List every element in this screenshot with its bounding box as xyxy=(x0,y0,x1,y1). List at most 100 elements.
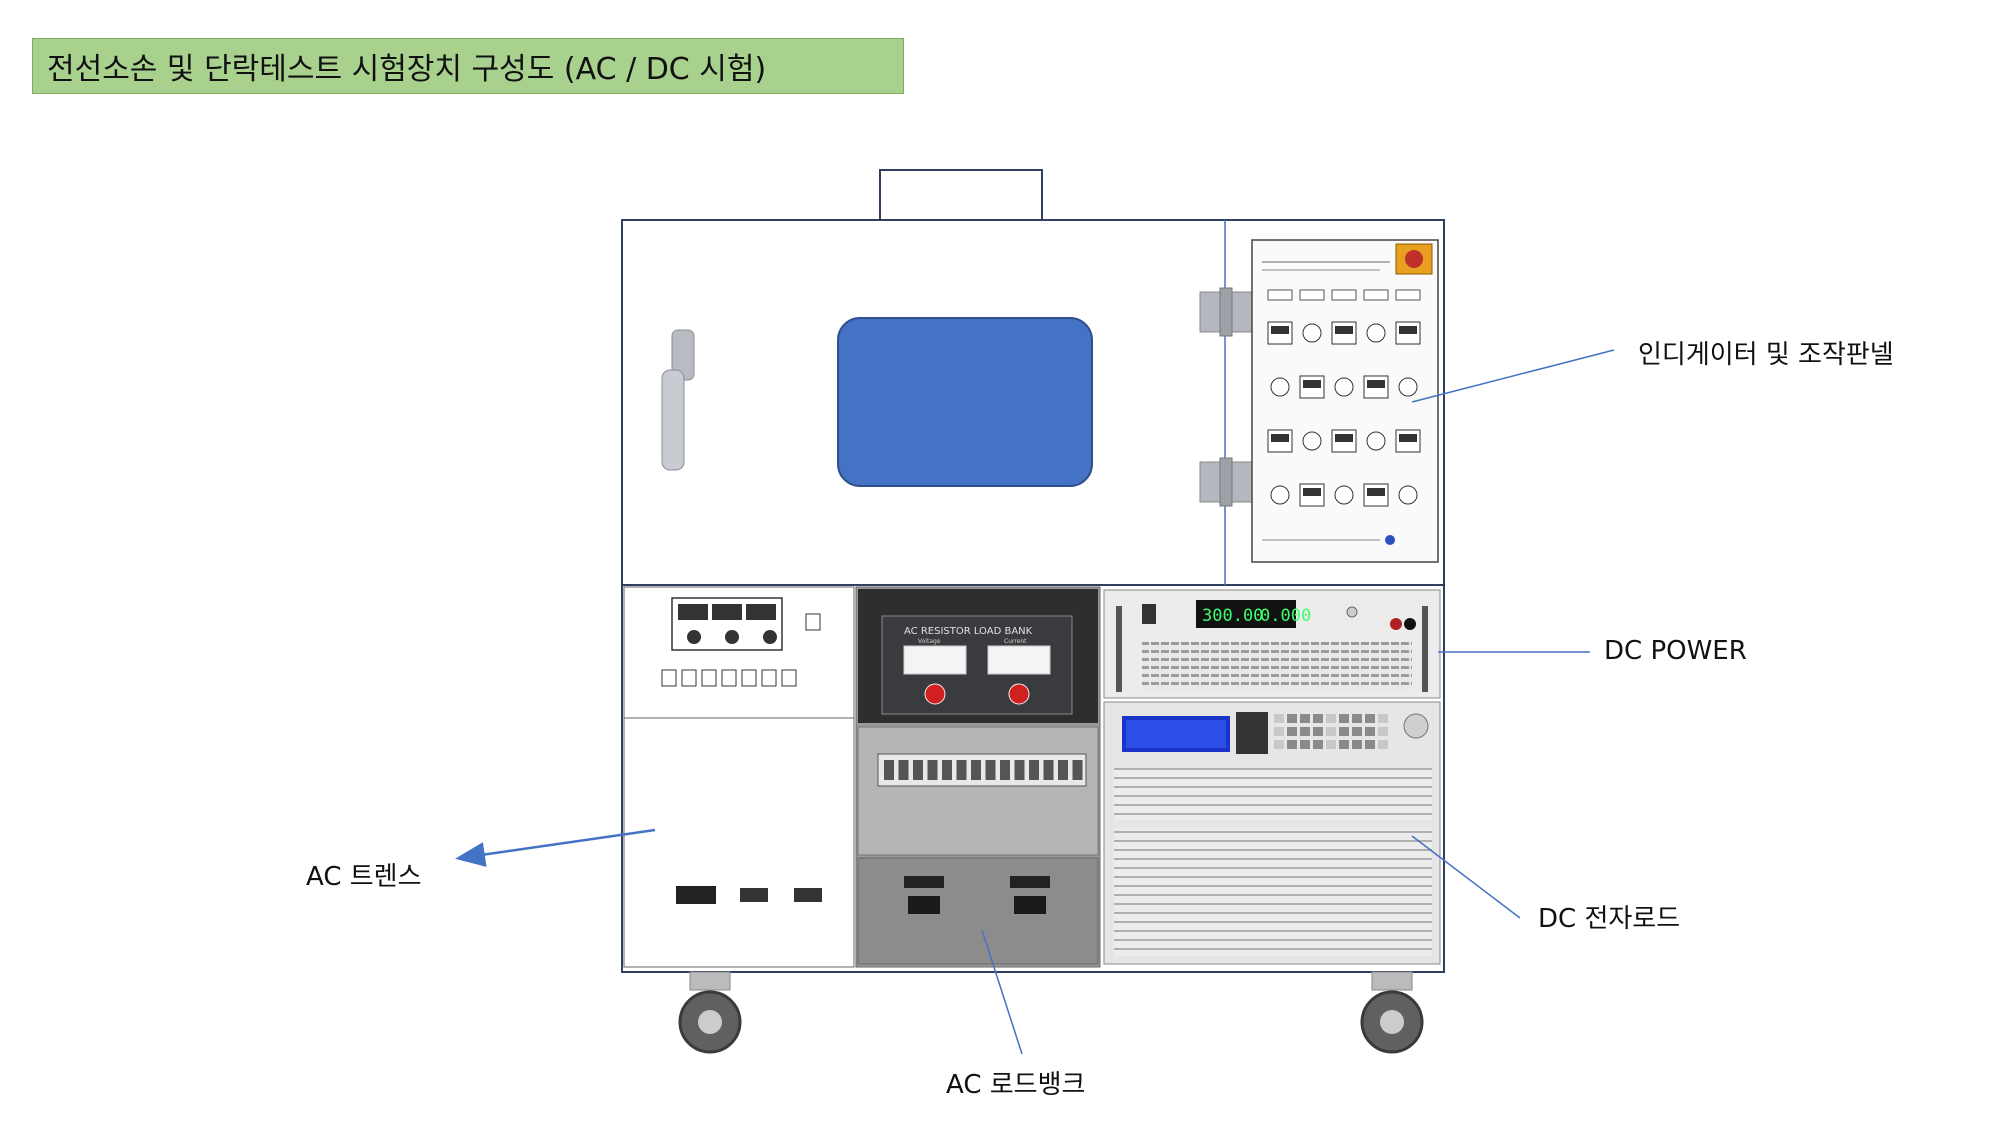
panel-knob-icon xyxy=(1398,485,1418,505)
panel-display-digits xyxy=(1303,488,1321,496)
breaker-switch xyxy=(1058,760,1068,780)
breaker-switch xyxy=(956,760,967,780)
breaker-switch xyxy=(1043,760,1054,780)
viewing-window xyxy=(837,317,1093,487)
ac-transformer-cabinet xyxy=(623,586,855,968)
panel-display-digits xyxy=(1399,326,1417,334)
leader-indicator-panel xyxy=(1411,349,1615,403)
breaker-switch xyxy=(1000,760,1010,780)
panel-knob-icon xyxy=(1366,431,1386,451)
load-keypad-button xyxy=(1365,714,1375,723)
panel-label-box xyxy=(1363,289,1389,301)
dc-electronic-load xyxy=(1103,701,1441,965)
callout-dc-power: DC POWER xyxy=(1604,636,1747,666)
dc-current-display: 0.000 xyxy=(1260,606,1311,626)
trans-switch xyxy=(661,669,677,687)
panel-display-digits xyxy=(1367,380,1385,388)
breaker-switch xyxy=(1029,760,1039,780)
breaker-switch xyxy=(971,760,981,780)
load-keypad-button xyxy=(1339,740,1349,749)
callout-dc-load: DC 전자로드 xyxy=(1538,904,1681,934)
door-latch-icon xyxy=(661,329,695,471)
load-keypad-button xyxy=(1326,727,1336,736)
panel-label-box xyxy=(1299,289,1325,301)
trans-switch xyxy=(701,669,717,687)
load-keypad-button xyxy=(1339,727,1349,736)
breaker-switch xyxy=(898,760,909,780)
panel-display-digits xyxy=(1335,326,1353,334)
load-bank-meter-right-label: Current xyxy=(1004,638,1027,645)
ac-load-bank-cabinet: AC RESISTOR LOAD BANK Voltage Current xyxy=(855,586,1101,968)
breaker-switch xyxy=(1014,760,1025,780)
panel-knob-icon xyxy=(1302,323,1322,343)
diagram-title-text: 전선소손 및 단락테스트 시험장치 구성도 (AC / DC 시험) xyxy=(47,52,767,87)
load-keypad-button xyxy=(1313,740,1323,749)
load-keypad-button xyxy=(1300,714,1310,723)
panel-display-digits xyxy=(1367,488,1385,496)
load-bank-meter-left-label: Voltage xyxy=(918,638,941,645)
load-keypad-button xyxy=(1378,740,1388,749)
breaker-switch xyxy=(927,760,938,780)
load-keypad-button xyxy=(1313,714,1323,723)
panel-label-box xyxy=(1395,289,1421,301)
panel-display-digits xyxy=(1335,434,1353,442)
load-keypad-button xyxy=(1274,714,1284,723)
panel-knob-icon xyxy=(1398,377,1418,397)
leader-ac-trans xyxy=(455,828,656,867)
trans-switch xyxy=(681,669,697,687)
emergency-stop-icon xyxy=(1395,243,1433,275)
load-keypad-button xyxy=(1339,714,1349,723)
panel-knob-icon xyxy=(1302,431,1322,451)
top-handle xyxy=(879,169,1043,221)
load-keypad-button xyxy=(1326,714,1336,723)
panel-knob-icon xyxy=(1334,485,1354,505)
load-keypad-button xyxy=(1378,727,1388,736)
panel-display-digits xyxy=(1399,434,1417,442)
load-keypad-button xyxy=(1287,727,1297,736)
panel-knob-icon xyxy=(1270,377,1290,397)
load-keypad-button xyxy=(1300,740,1310,749)
load-keypad-button xyxy=(1365,727,1375,736)
breaker-switch xyxy=(913,760,923,780)
hinge-bottom-icon xyxy=(1199,457,1253,507)
trans-switch xyxy=(761,669,777,687)
panel-display-digits xyxy=(1271,434,1289,442)
left-caster-icon xyxy=(678,971,742,1054)
load-keypad-button xyxy=(1300,727,1310,736)
panel-knob-icon xyxy=(1334,377,1354,397)
breaker-switch xyxy=(1072,760,1083,780)
dc-power-supply: 300.00 0.000 xyxy=(1103,589,1441,699)
breaker-switch xyxy=(942,760,952,780)
load-keypad-button xyxy=(1352,727,1362,736)
panel-display-digits xyxy=(1271,326,1289,334)
trans-switch xyxy=(741,669,757,687)
load-keypad-button xyxy=(1365,740,1375,749)
leader-dc-load xyxy=(1411,835,1521,919)
load-keypad-button xyxy=(1352,714,1362,723)
diagram-title: 전선소손 및 단락테스트 시험장치 구성도 (AC / DC 시험) xyxy=(32,38,904,94)
breaker-switch xyxy=(985,760,996,780)
load-bank-label: AC RESISTOR LOAD BANK xyxy=(904,626,1033,637)
callout-ac-loadbank: AC 로드뱅크 xyxy=(946,1070,1086,1100)
panel-knob-icon xyxy=(1366,323,1386,343)
indicator-control-panel xyxy=(1251,239,1439,563)
panel-label-box xyxy=(1331,289,1357,301)
load-keypad-button xyxy=(1287,740,1297,749)
panel-knob-icon xyxy=(1270,485,1290,505)
load-keypad-button xyxy=(1326,740,1336,749)
callout-indicator-panel: 인디게이터 및 조작판넬 xyxy=(1638,340,1894,370)
load-keypad-button xyxy=(1274,727,1284,736)
load-keypad-button xyxy=(1287,714,1297,723)
panel-label-box xyxy=(1267,289,1293,301)
leader-ac-loadbank xyxy=(981,929,1023,1055)
load-keypad-button xyxy=(1274,740,1284,749)
load-keypad-button xyxy=(1352,740,1362,749)
load-keypad-button xyxy=(1313,727,1323,736)
hinge-top-icon xyxy=(1199,287,1253,337)
breaker-switch xyxy=(884,760,894,780)
dc-voltage-display: 300.00 xyxy=(1202,606,1263,626)
callout-ac-trans: AC 트렌스 xyxy=(306,862,422,892)
right-caster-icon xyxy=(1360,971,1424,1054)
panel-display-digits xyxy=(1303,380,1321,388)
